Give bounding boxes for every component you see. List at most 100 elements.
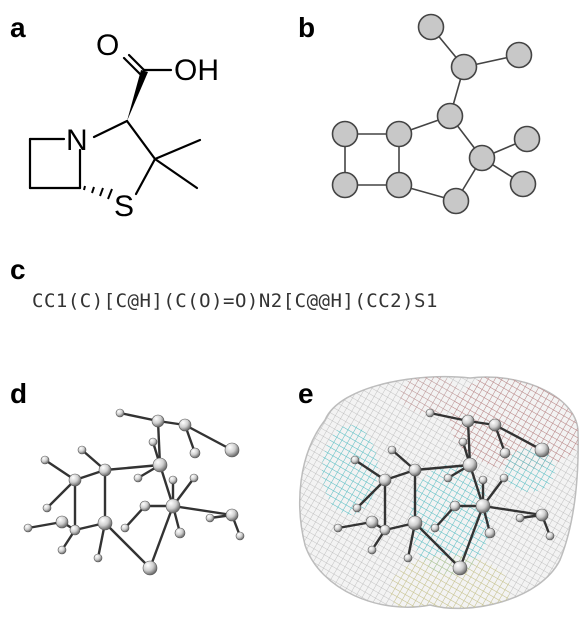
- atom-ball: [365, 515, 379, 529]
- atom-label-oxygen: O: [96, 29, 119, 62]
- atom-ball: [333, 523, 343, 533]
- graph-node: [505, 41, 533, 69]
- atom-ball: [205, 513, 215, 523]
- atom-ball: [478, 475, 488, 485]
- atom-ball: [98, 463, 112, 477]
- atom-ball: [133, 473, 143, 483]
- bond: [184, 423, 233, 452]
- panel-label-e: e: [298, 378, 314, 409]
- bond: [466, 420, 472, 466]
- atom-ball: [488, 418, 502, 432]
- atom-ball: [178, 418, 192, 432]
- bond: [104, 522, 151, 569]
- atom-ball: [148, 437, 158, 447]
- graph-node: [436, 102, 464, 130]
- atom-ball: [68, 473, 82, 487]
- smiles-string: CC1(C)[C@H](C(O)=O)N2[C@@H](CC2)S1: [32, 290, 438, 312]
- atom-ball: [403, 553, 413, 563]
- atom-ball: [515, 513, 525, 523]
- atom-ball: [120, 523, 130, 533]
- graph-node: [331, 171, 359, 199]
- atom-ball: [40, 455, 50, 465]
- atom-ball: [545, 531, 555, 541]
- atom-ball: [535, 508, 549, 522]
- panel-label-a: a: [10, 12, 26, 43]
- atom-ball: [142, 560, 158, 576]
- graph-node: [442, 187, 470, 215]
- atom-ball: [189, 447, 201, 459]
- bond: [482, 504, 543, 517]
- atom-ball: [151, 414, 165, 428]
- atom-ball: [379, 524, 391, 536]
- atom-ball: [462, 457, 478, 473]
- bond: [494, 423, 543, 452]
- atom-ball: [115, 408, 125, 418]
- atom-label-sulfur: S: [114, 190, 134, 223]
- graph-node: [468, 144, 496, 172]
- bond: [148, 505, 175, 569]
- atom-ball: [352, 503, 362, 513]
- panel-label-d: d: [10, 378, 28, 409]
- bond: [458, 505, 485, 569]
- skeletal-structure: O OH N S: [28, 29, 219, 223]
- atom-ball: [534, 442, 550, 458]
- atom-ball: [475, 498, 491, 514]
- atom-ball: [97, 515, 113, 531]
- molecular-graph: [331, 13, 541, 215]
- atom-ball: [430, 523, 440, 533]
- graph-node: [417, 13, 445, 41]
- bond: [119, 411, 159, 423]
- atom-ball: [224, 442, 240, 458]
- atom-ball: [499, 473, 509, 483]
- graph-node: [450, 53, 478, 81]
- bond: [414, 522, 461, 569]
- atom-ball: [499, 447, 511, 459]
- atom-ball: [452, 560, 468, 576]
- graph-node: [385, 171, 413, 199]
- panel-label-c: c: [10, 254, 26, 285]
- bond: [156, 420, 162, 466]
- atom-ball: [165, 498, 181, 514]
- graph-node: [385, 120, 413, 148]
- atom-ball: [378, 473, 392, 487]
- atom-ball: [387, 445, 397, 455]
- atom-ball: [449, 500, 461, 512]
- atom-ball: [443, 473, 453, 483]
- atom-ball: [42, 503, 52, 513]
- bond: [356, 479, 386, 509]
- atom-ball: [350, 455, 360, 465]
- graph-node: [513, 125, 541, 153]
- atom-ball: [174, 527, 186, 539]
- bond: [104, 463, 161, 472]
- atom-ball: [69, 524, 81, 536]
- mesh-surface: [298, 375, 579, 610]
- bond: [429, 411, 469, 423]
- atom-ball: [93, 553, 103, 563]
- atom-ball: [425, 408, 435, 418]
- atom-ball: [484, 527, 496, 539]
- atom-ball: [168, 475, 178, 485]
- atom-ball: [189, 473, 199, 483]
- atom-ball: [55, 515, 69, 529]
- atom-ball: [235, 531, 245, 541]
- graph-node: [331, 120, 359, 148]
- atom-ball: [23, 523, 33, 533]
- graph-node: [509, 170, 537, 198]
- atom-label-hydroxyl: OH: [174, 54, 219, 87]
- atom-ball: [458, 437, 468, 447]
- atom-ball: [408, 463, 422, 477]
- bond: [172, 504, 233, 517]
- ball-and-stick-model-d: [23, 408, 245, 576]
- atom-ball: [225, 508, 239, 522]
- bond: [414, 463, 471, 472]
- atom-ball: [407, 515, 423, 531]
- atom-ball: [461, 414, 475, 428]
- atom-label-nitrogen: N: [66, 124, 88, 157]
- panel-label-b: b: [298, 12, 316, 43]
- atom-ball: [77, 445, 87, 455]
- atom-ball: [152, 457, 168, 473]
- ball-and-stick-model-e: [333, 408, 555, 576]
- atom-ball: [139, 500, 151, 512]
- atom-ball: [367, 545, 377, 555]
